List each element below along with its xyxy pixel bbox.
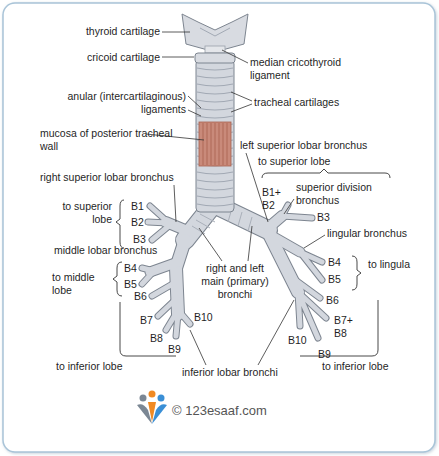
anatomy-label: B9 [318, 348, 338, 361]
anatomy-label: B3 [317, 211, 337, 224]
anatomy-label: cricoid cartilage [58, 51, 160, 64]
anatomy-label: B6 [326, 294, 346, 307]
anatomy-label: left superior lobar bronchus [240, 139, 415, 152]
anatomy-label: B6 [134, 290, 154, 303]
anatomy-label: B10 [288, 334, 312, 347]
anatomy-label: B5 [328, 273, 348, 286]
anatomy-label: B4 [124, 262, 144, 275]
trachea [196, 60, 234, 212]
thyroid-notch [200, 28, 230, 36]
anatomy-label: B2 [131, 216, 151, 229]
anatomy-label: B1+ B2 [262, 186, 286, 212]
anatomy-label: B8 [150, 332, 170, 345]
anatomy-label: tracheal cartilages [254, 96, 364, 109]
anatomy-label: right and left main (primary) bronchi [195, 262, 275, 301]
anatomy-label: superior division bronchus [296, 181, 392, 207]
tracheal-rings [197, 68, 233, 206]
anatomy-label: anular (intercartilaginous) ligaments [34, 90, 186, 116]
frame [3, 3, 435, 452]
anatomy-label: thyroid cartilage [58, 25, 160, 38]
anatomy-label: B7 [140, 314, 160, 327]
logo-icon [137, 391, 167, 425]
bronchus-fill [142, 205, 326, 338]
anatomy-label: inferior lobar bronchi [182, 366, 297, 379]
brackets [113, 169, 390, 356]
posterior-mucosa [199, 122, 231, 166]
anatomy-label: to middle lobe [52, 271, 114, 297]
cricoid-cartilage-shape [195, 53, 235, 63]
anatomy-label: lingular bronchus [327, 227, 422, 240]
anatomy-label: to inferior lobe [322, 360, 422, 373]
thyroid-cartilage-shape [182, 14, 248, 52]
cricothyroid-ligament-shape [205, 46, 225, 53]
anatomy-label: to lingula [368, 258, 418, 271]
anatomy-label: B9 [168, 343, 188, 356]
mucosa-folds [203, 123, 227, 165]
anatomy-label: B5 [124, 278, 144, 291]
anatomy-label: middle lobar bronchus [54, 244, 168, 257]
watermark: © 123esaaf.com [172, 403, 332, 419]
anatomy-label: to superior lobe [44, 200, 112, 226]
anatomy-label: mucosa of posterior tracheal wall [40, 127, 180, 153]
anatomy-label: right superior lobar bronchus [40, 171, 210, 184]
anatomy-label: B1 [131, 200, 151, 213]
bronchus-outline [142, 205, 326, 338]
anatomy-label: B4 [328, 256, 348, 269]
anatomy-label: median cricothyroid ligament [250, 56, 370, 82]
anatomy-label: B7+ B8 [334, 314, 360, 340]
anatomy-label: B10 [194, 311, 218, 324]
anatomy-label: to inferior lobe [56, 360, 156, 373]
anatomy-label: to superior lobe [258, 155, 368, 168]
